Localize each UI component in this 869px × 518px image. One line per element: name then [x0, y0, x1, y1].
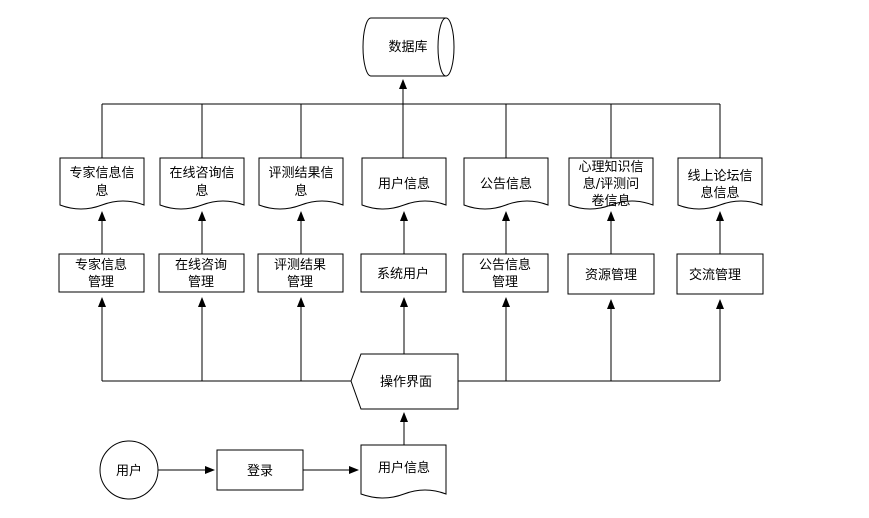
document-line: 用户信息 [378, 176, 430, 192]
document-line: 专家信息信 [69, 165, 134, 181]
module-expert-mgmt: 专家信息 管理 [58, 253, 145, 293]
document-line: 息信息 [700, 185, 739, 201]
module-result-mgmt: 评测结果 管理 [257, 253, 344, 293]
module-resource-mgmt: 资源管理 [567, 253, 655, 295]
document-result-info: 评测结果信 息 [258, 157, 344, 210]
module-system-user: 系统用户 [360, 253, 447, 293]
document-line: 息 [95, 183, 108, 199]
document-line: 息 [294, 183, 307, 199]
module-line: 管理 [492, 275, 518, 290]
bottom-flow: 用户 登录 用户信息 [99, 412, 447, 500]
document-forum-info: 线上论坛信 息信息 [677, 157, 763, 210]
module-notice-mgmt: 公告信息 管理 [462, 253, 549, 293]
module-line: 管理 [287, 275, 313, 290]
module-line: 资源管理 [585, 268, 637, 283]
operation-interface-node: 操作界面 [350, 353, 459, 410]
module-line: 公告信息 [479, 257, 531, 273]
login-user-info-label: 用户信息 [378, 460, 430, 476]
document-notice-info: 公告信息 [463, 157, 549, 210]
database-node: 数据库 [362, 17, 455, 77]
document-line: 评测结果信 [268, 166, 333, 181]
document-line: 线上论坛信 [687, 169, 752, 184]
login-label: 登录 [247, 464, 273, 479]
user-actor-label: 用户 [116, 463, 142, 479]
database-label: 数据库 [388, 39, 427, 55]
document-line: 卷信息 [591, 193, 630, 209]
document-line: 息/评测问 [583, 176, 639, 192]
document-line: 在线咨询信 [169, 166, 234, 181]
document-line: 息 [195, 183, 208, 199]
top-bus [101, 79, 721, 158]
module-exchange-mgmt: 交流管理 [676, 253, 764, 295]
module-line: 评测结果 [274, 258, 326, 273]
document-knowledge-info: 心理知识信 息/评测问 卷信息 [568, 157, 654, 210]
document-line: 公告信息 [480, 176, 532, 192]
module-line: 专家信息 [75, 257, 127, 273]
module-line: 管理 [88, 275, 114, 290]
operation-interface-label: 操作界面 [380, 374, 432, 390]
module-consult-mgmt: 在线咨询 管理 [158, 253, 245, 293]
module-line: 交流管理 [689, 267, 741, 283]
module-to-document-arrows [98, 211, 724, 254]
document-line: 心理知识信 [578, 159, 643, 175]
document-consult-info: 在线咨询信 息 [159, 157, 245, 210]
document-expert-info: 专家信息信 息 [59, 157, 145, 210]
module-line: 系统用户 [377, 266, 429, 282]
module-line: 管理 [188, 275, 214, 290]
module-line: 在线咨询 [175, 258, 227, 273]
document-user-info: 用户信息 [361, 157, 447, 210]
